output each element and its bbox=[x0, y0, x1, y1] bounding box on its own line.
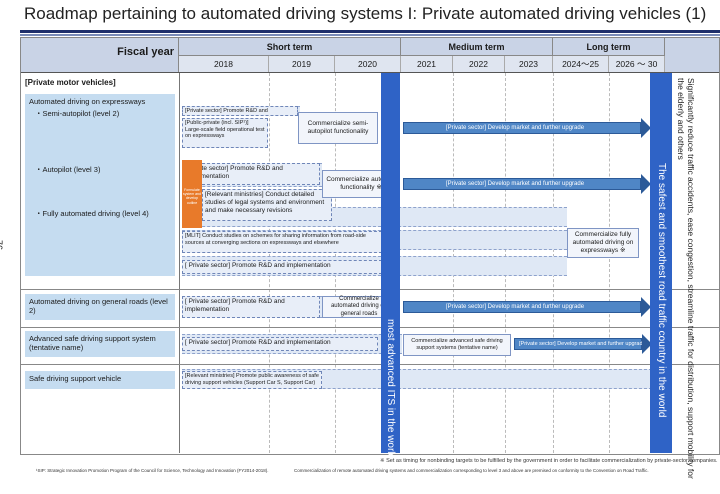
commercialize-advanced-box: Commercialize advanced safe driving supp… bbox=[403, 334, 511, 356]
year-2018: 2018 bbox=[179, 56, 269, 72]
general-promote-box: [ Private sector] Promote R&D and implem… bbox=[182, 296, 320, 318]
fully-automated-label: ・Fully automated driving (level 4) bbox=[35, 209, 149, 218]
row-divider bbox=[21, 289, 719, 290]
row-divider bbox=[21, 364, 719, 365]
title-rule-secondary bbox=[20, 34, 720, 36]
mlit-studies-box: [MLIT] Conduct studies on schemes for sh… bbox=[182, 231, 382, 253]
category-heading: [Private motor vehicles] bbox=[25, 78, 116, 87]
year-2020: 2020 bbox=[335, 56, 401, 72]
expressways-label: Automated driving on expressways bbox=[29, 97, 146, 106]
general-roads-label: Automated driving on general roads (leve… bbox=[25, 294, 175, 320]
goal-text-line1: Significantly reduce traffic accidents, … bbox=[686, 78, 696, 479]
header-right-cell bbox=[665, 38, 719, 72]
commercialize-full-box: Commercialize fully automated driving on… bbox=[567, 228, 639, 258]
safe-awareness-box: [Relevant ministries] Promote public awa… bbox=[182, 371, 322, 389]
long-term-header: Long term bbox=[553, 38, 665, 56]
year-2023: 2023 bbox=[505, 56, 553, 72]
fiscal-year-label: Fiscal year bbox=[117, 46, 174, 58]
page-title: Roadmap pertaining to automated driving … bbox=[24, 4, 707, 23]
autopilot-label: ・Autopilot (level 3) bbox=[35, 165, 101, 174]
develop-arrow-autopilot: [Private sector] Develop market and furt… bbox=[403, 174, 651, 194]
header-divider bbox=[21, 72, 719, 73]
advanced-support-label: Advanced safe driving support system (te… bbox=[25, 331, 175, 357]
semi-promote-box: [Private sector] Promote R&D and impleme… bbox=[182, 106, 298, 116]
its-bar-label: most advanced ITS in the world bbox=[385, 319, 396, 460]
autopilot-promote-box: [Private sector] Promote R&D and impleme… bbox=[182, 163, 320, 185]
safest-bar-label: The safest and smoothest road traffic co… bbox=[656, 163, 667, 418]
footnote-convention: Commercialization of remote automated dr… bbox=[294, 468, 649, 473]
medium-term-header: Medium term bbox=[401, 38, 553, 56]
formulate-system-box: Formulate system and develop outline bbox=[182, 160, 202, 228]
row-divider bbox=[21, 327, 719, 328]
develop-arrow-semi: [Private sector] Develop market and furt… bbox=[403, 118, 651, 138]
page-number: 76 bbox=[0, 240, 4, 251]
advanced-promote-box: [ Private sector] Promote R&D and implem… bbox=[182, 337, 378, 351]
footnote-timing: ※ Set as timing for nonbinding targets t… bbox=[380, 458, 718, 464]
year-2019: 2019 bbox=[269, 56, 335, 72]
commercialize-general-box: Commercialize automated driving on gener… bbox=[322, 296, 396, 318]
expressways-row-label: Automated driving on expressways ・Semi-a… bbox=[25, 94, 175, 276]
its-vertical-bar: most advanced ITS in the world bbox=[381, 73, 400, 460]
develop-arrow-general: [Private sector] Develop market and furt… bbox=[403, 297, 651, 317]
short-term-header: Short term bbox=[179, 38, 401, 56]
fiscal-year-header: Fiscal year bbox=[21, 38, 179, 72]
year-2021: 2021 bbox=[401, 56, 453, 72]
safe-driving-label: Safe driving support vehicle bbox=[25, 371, 175, 389]
safest-country-bar: The safest and smoothest road traffic co… bbox=[650, 73, 672, 453]
year-2026-30: 2026 〜 30 bbox=[609, 56, 665, 72]
semi-autopilot-label: ・Semi-autopilot (level 2) bbox=[35, 109, 120, 118]
ministries-studies-box: [Relevant ministries] Conduct detailed s… bbox=[202, 189, 332, 221]
commercialize-semi-box: Commercialize semi-autopilot functionali… bbox=[298, 112, 378, 144]
grid-line bbox=[179, 73, 180, 453]
full-promote-box: [ Private sector] Promote R&D and implem… bbox=[182, 260, 382, 274]
sip-test-box: [Public-private (incl. SIP¹)] Large-scal… bbox=[182, 118, 268, 148]
year-2024-25: 2024〜25 bbox=[553, 56, 609, 72]
year-2022: 2022 bbox=[453, 56, 505, 72]
title-rule bbox=[20, 30, 720, 33]
goal-text-line2: the elderly and others bbox=[676, 78, 686, 160]
grid-line bbox=[609, 73, 610, 453]
footnote-sip: ¹SIP: Strategic Innovation Promotion Pro… bbox=[36, 468, 269, 473]
develop-arrow-advanced: [Private sector] Develop market and furt… bbox=[514, 334, 652, 354]
